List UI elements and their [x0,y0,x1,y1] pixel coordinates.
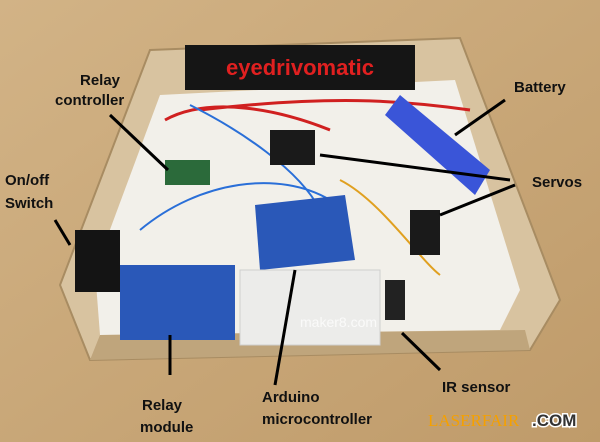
relay-controller-board [165,160,210,185]
relay-module-board [120,265,235,340]
servo-top [270,130,315,165]
label-battery: Battery [514,79,566,96]
wires-yellow [339,179,441,276]
breadboard [239,269,381,346]
brand-name: LASERFAIR [428,411,520,430]
watermark: maker8.com [300,314,377,330]
servo-right [410,210,440,255]
battery-pack [385,95,490,195]
label-relay-module: Relay module [140,397,193,436]
label-on-off-switch: On/off Switch [5,172,53,212]
arduino-board [255,195,355,270]
name-banner [185,45,415,90]
annotation-arrows [53,98,516,386]
banner-text: eyedrivomatic [226,55,374,80]
ir-sensor [385,280,405,320]
label-servos: Servos [532,174,582,191]
wires [164,99,471,132]
label-arduino: Arduino microcontroller [262,389,372,428]
wires-blue [139,104,331,231]
label-relay-controller: Relay controller [55,72,124,109]
brand-suffix: .COM [532,411,576,430]
on-off-switch [75,230,120,292]
label-ir-sensor: IR sensor [442,379,511,396]
